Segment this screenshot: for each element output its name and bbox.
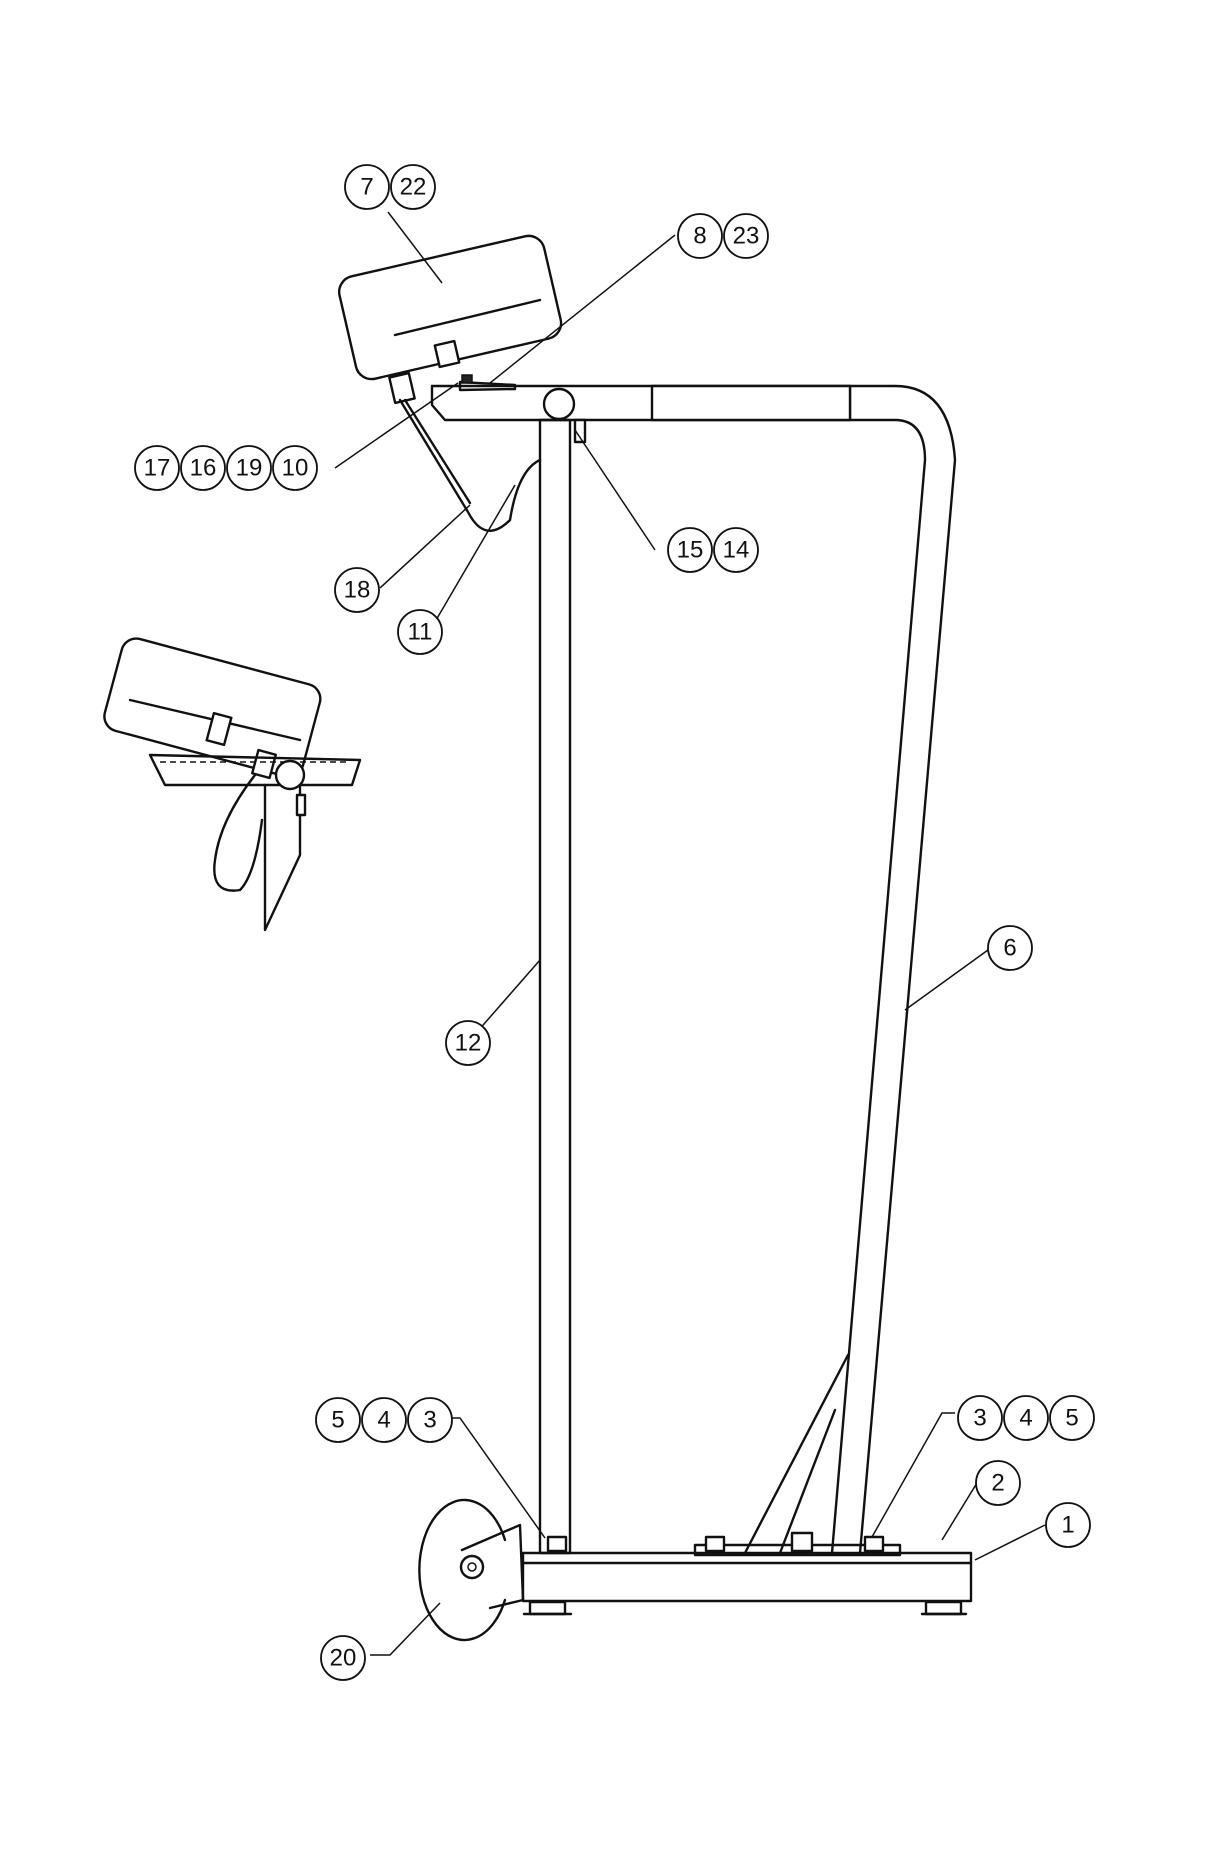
callout-18: 18 [335,568,379,612]
handle-tube [745,386,955,1553]
top-arm [432,386,850,420]
balloon-label: 23 [733,223,760,250]
callout-6: 6 [988,926,1032,970]
callout-17-16-19-10: 17 16 19 10 [135,446,317,490]
balloon-label: 18 [344,577,371,604]
balloon-label: 8 [693,223,706,250]
balloon-label: 4 [377,1407,390,1434]
balloon-label: 2 [991,1470,1004,1497]
balloon-label: 15 [677,537,704,564]
upright-column [540,420,570,1553]
detail-view [101,635,360,930]
callout-3-4-5: 3 4 5 [958,1396,1094,1440]
balloon-label: 6 [1003,935,1016,962]
wheel [419,1500,523,1640]
balloon-label: 22 [400,174,427,201]
callout-12: 12 [446,1021,490,1065]
balloon-label: 14 [723,537,750,564]
handle-grip [652,386,850,420]
balloon-label: 17 [144,455,171,482]
balloon-label: 1 [1061,1512,1074,1539]
balloon-label: 4 [1019,1405,1032,1432]
callout-5-4-3: 5 4 3 [316,1398,452,1442]
balloon-label: 19 [236,455,263,482]
balloon-label: 20 [330,1645,357,1672]
balloon-label: 3 [423,1407,436,1434]
base-platform [523,1533,971,1614]
callout-1: 1 [1046,1503,1090,1547]
callout-2: 2 [976,1461,1020,1505]
balloon-label: 7 [360,174,373,201]
balloon-label: 5 [331,1407,344,1434]
balloon-label: 5 [1065,1405,1078,1432]
pivot-knob [544,389,574,419]
callout-11: 11 [398,610,442,654]
callout-8-23: 8 23 [678,214,768,258]
balloon-label: 12 [455,1030,482,1057]
balloon-label: 11 [408,619,433,646]
indicator-head [336,233,564,403]
balloon-label: 3 [973,1405,986,1432]
callout-7-22: 7 22 [345,165,435,209]
balloon-label: 10 [282,455,309,482]
balloon-label: 16 [190,455,217,482]
callout-20: 20 [321,1636,365,1680]
